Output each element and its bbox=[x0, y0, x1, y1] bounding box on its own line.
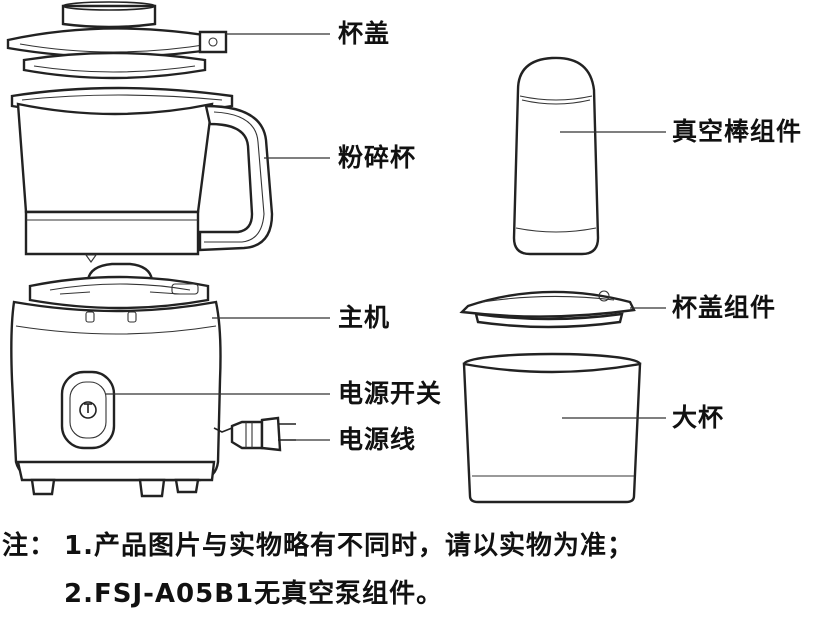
leader-lines bbox=[106, 33, 666, 441]
note-prefix: 注： bbox=[2, 531, 57, 561]
label-cup-lid-assembly: 杯盖组件 bbox=[672, 293, 777, 322]
vacuum-rod-drawing bbox=[512, 56, 600, 256]
label-main-unit: 主机 bbox=[338, 303, 391, 332]
power-switch-icon[interactable] bbox=[79, 401, 97, 419]
note-line-2: 2.FSJ-A05B1无真空泵组件。 bbox=[64, 579, 444, 609]
label-large-cup: 大杯 bbox=[672, 403, 725, 432]
label-vacuum-rod: 真空棒组件 bbox=[672, 117, 803, 146]
grinding-cup-drawing bbox=[10, 86, 274, 263]
label-cup-lid: 杯盖 bbox=[338, 19, 391, 48]
cup-lid-drawing bbox=[6, 1, 228, 80]
note-line-1: 1.产品图片与实物略有不同时，请以实物为准； bbox=[64, 531, 634, 561]
plug-icon bbox=[213, 416, 296, 452]
cup-lid-assembly-drawing bbox=[459, 290, 636, 329]
label-power-switch: 电源开关 bbox=[338, 379, 443, 408]
label-grinding-cup: 粉碎杯 bbox=[338, 143, 417, 172]
label-power-cord: 电源线 bbox=[338, 425, 417, 454]
large-cup-drawing bbox=[462, 352, 642, 504]
triangle-marker-icon bbox=[84, 254, 98, 263]
main-unit-drawing bbox=[10, 262, 222, 498]
